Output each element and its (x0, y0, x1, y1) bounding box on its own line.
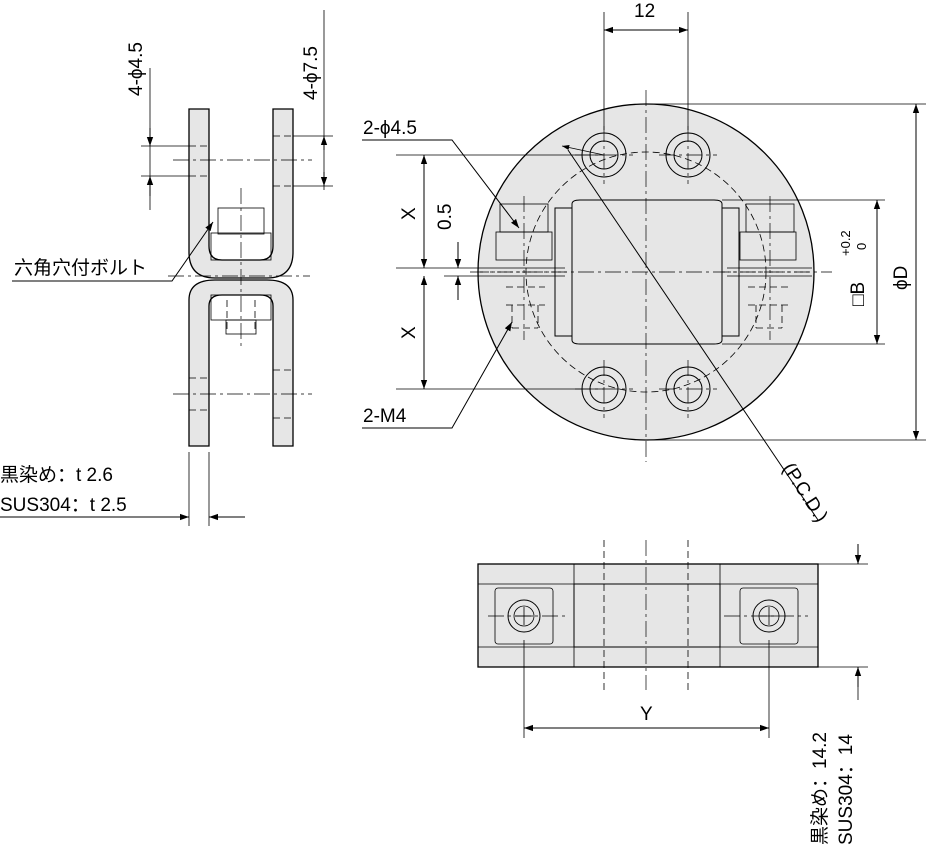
label-hex-bolt: 六角穴付ボルト (14, 257, 147, 279)
label-dim-x-lower: X (399, 326, 420, 339)
bolt-left (495, 196, 553, 340)
side-view (0, 10, 333, 526)
label-height-black: 黒染め：14.2 (809, 732, 831, 845)
label-dim-y: Y (640, 704, 653, 725)
hole-bottom-right (659, 360, 717, 418)
bottom-view (477, 540, 868, 738)
label-width-12: 12 (634, 1, 655, 22)
label-dim-x-upper: X (399, 207, 420, 220)
bottom-body (477, 563, 819, 668)
label-square-b: □B (848, 282, 869, 306)
label-thickness-sus: SUS304：t 2.5 (0, 495, 127, 516)
bolt-body-upper (210, 232, 272, 261)
label-tol-zero: 0 (854, 243, 869, 250)
label-thickness-black: 黒染め：t 2.6 (0, 464, 113, 486)
label-dia-d: ϕD (891, 266, 912, 290)
label-tol-plus: +0.2 (838, 230, 853, 256)
bolt-right (739, 196, 797, 340)
label-height-sus: SUS304：14 (836, 734, 857, 845)
label-hole-2-phi: 2-ϕ4.5 (363, 118, 417, 139)
label-tap-m4: 2-M4 (363, 406, 407, 427)
lower-clamp-plate (188, 279, 294, 447)
label-side-hole-large: 4-ϕ7.5 (301, 46, 322, 100)
front-view (362, 12, 926, 521)
label-gap-05: 0.5 (435, 204, 456, 230)
upper-clamp-plate (188, 108, 294, 279)
label-side-hole-small: 4-ϕ4.5 (126, 42, 147, 96)
label-pcd: (P.C.D.) (778, 459, 832, 526)
square-opening (571, 199, 723, 345)
hole-top-right (659, 126, 717, 184)
